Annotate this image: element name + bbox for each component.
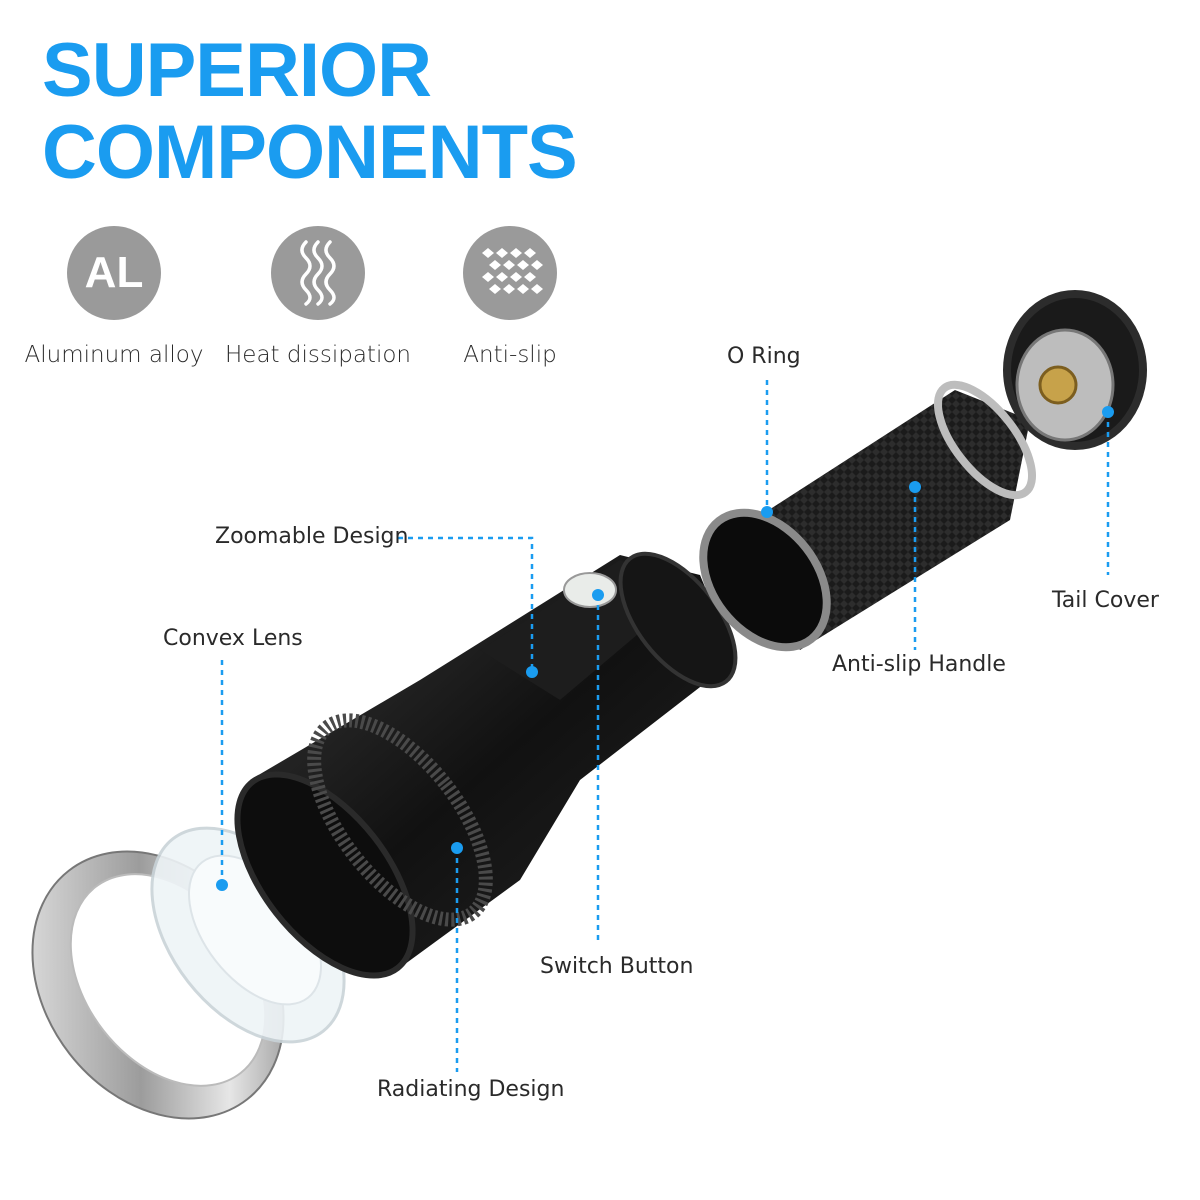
callout-anti-slip-handle: Anti-slip Handle: [832, 652, 1006, 677]
feature-label-heat: Heat dissipation: [225, 342, 411, 368]
al-text-icon: AL: [67, 226, 161, 320]
feature-label-antislip: Anti-slip: [463, 342, 557, 368]
feature-aluminum: AL Aluminum alloy: [14, 226, 214, 368]
callout-radiating: Radiating Design: [377, 1077, 565, 1102]
diamond-grid-icon: [463, 226, 557, 320]
callout-switch-button: Switch Button: [540, 954, 694, 979]
callout-lines: [220, 380, 1110, 1072]
switch-button-shape: [563, 572, 617, 608]
title-line-2: COMPONENTS: [42, 110, 578, 195]
tail-cover-cap: [1003, 290, 1147, 450]
callout-dots: [216, 406, 1114, 891]
anti-slip-handle-tube: [699, 380, 1037, 652]
feature-antislip: Anti-slip: [410, 226, 610, 368]
title-line-1: SUPERIOR: [42, 28, 432, 113]
callout-o-ring: O Ring: [727, 344, 801, 369]
feature-label-aluminum: Aluminum alloy: [24, 342, 204, 368]
callout-tail-cover: Tail Cover: [1052, 588, 1159, 613]
heat-waves-icon: [271, 226, 365, 320]
page-title: SUPERIOR COMPONENTS: [42, 28, 578, 195]
callout-convex-lens: Convex Lens: [163, 626, 303, 651]
callout-zoomable: Zoomable Design: [215, 524, 409, 549]
feature-heat: Heat dissipation: [218, 226, 418, 368]
